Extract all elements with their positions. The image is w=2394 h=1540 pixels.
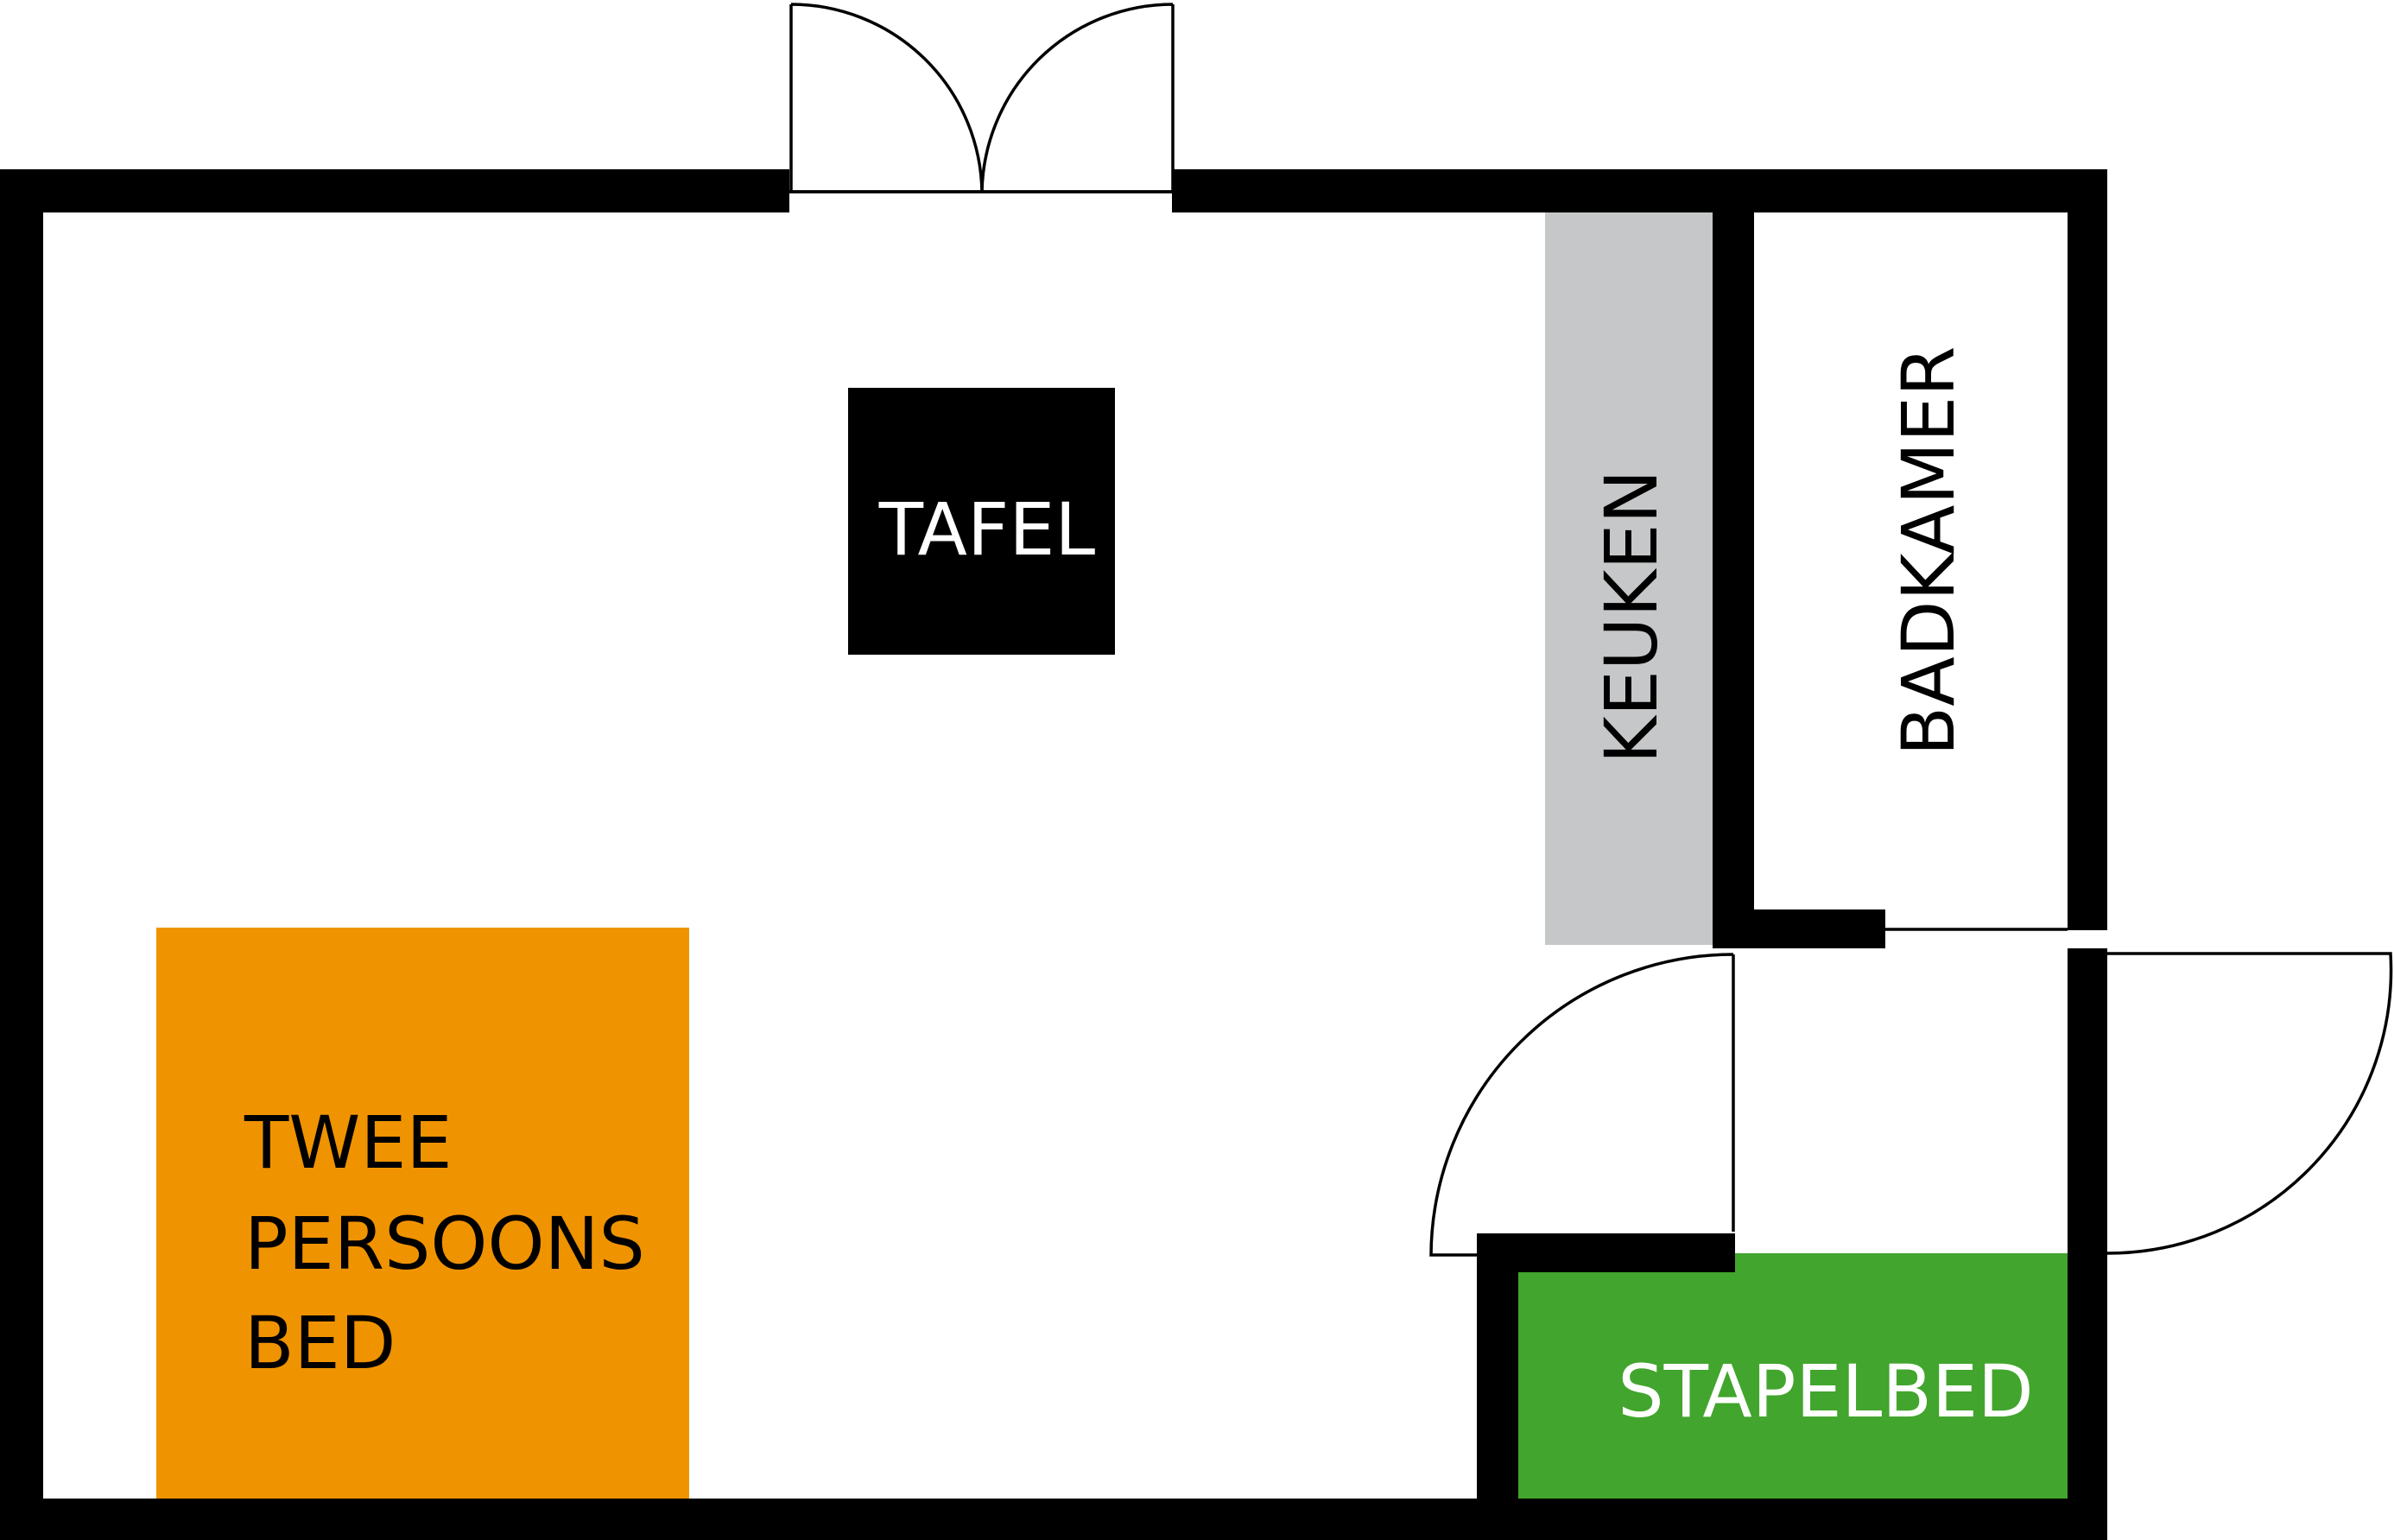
- wall-bunk-left: [1477, 1233, 1518, 1540]
- wall-left: [0, 169, 43, 1540]
- wall-bathroom-left: [1713, 169, 1754, 948]
- bathroom-label: BADKAMER: [1886, 346, 1971, 757]
- double-bed-label-line-3: BED: [244, 1301, 396, 1385]
- bunk-bed-label: STAPELBED: [1618, 1349, 2033, 1434]
- wall-bathroom-bottom: [1713, 909, 1885, 948]
- table: [848, 388, 1115, 655]
- kitchen-label: KEUKEN: [1589, 470, 1674, 764]
- kitchen-area: [1545, 211, 1713, 945]
- inner-door: [1429, 953, 1735, 1257]
- double-bed-label-line-2: PERSOONS: [244, 1201, 645, 1286]
- side-door: [2106, 952, 2393, 1255]
- wall-bunk-top: [1477, 1233, 1735, 1272]
- double-bed-label-line-1: TWEE: [244, 1100, 453, 1185]
- doors: [788, 3, 2393, 1257]
- wall-right-upper: [2068, 169, 2107, 930]
- double-bed: [156, 928, 689, 1499]
- bunk-bed: [1517, 1253, 2068, 1499]
- front-door-right-leaf: [980, 3, 1175, 193]
- wall-top-right: [1172, 169, 2107, 212]
- wall-right-lower: [2068, 948, 2107, 1540]
- wall-bottom: [0, 1499, 2107, 1540]
- walls: [0, 169, 2107, 1540]
- wall-top-left: [0, 169, 789, 212]
- table-label: TAFEL: [878, 487, 1096, 572]
- front-door-left-leaf: [789, 3, 984, 193]
